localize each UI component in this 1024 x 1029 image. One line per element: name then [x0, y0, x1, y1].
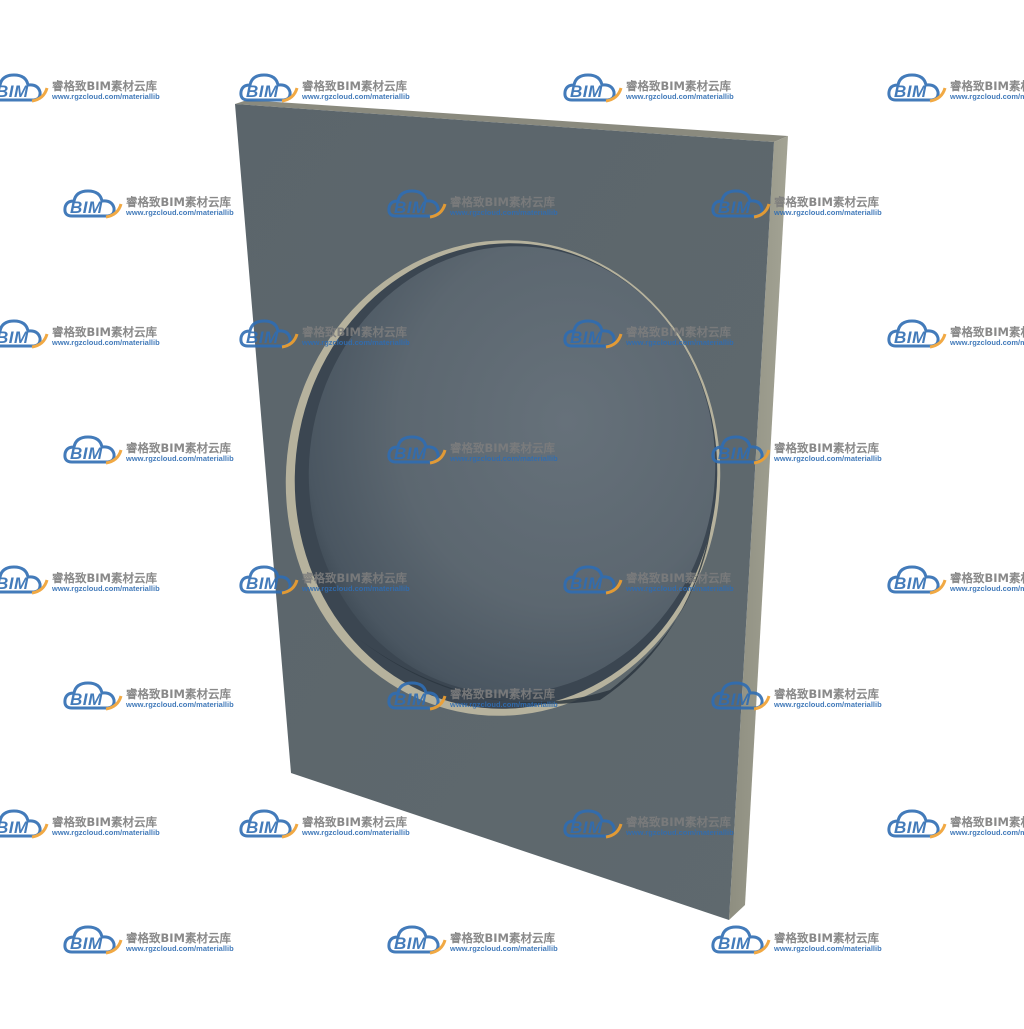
panel-side-edge: [729, 136, 788, 920]
panel-top-edge: [235, 100, 788, 142]
